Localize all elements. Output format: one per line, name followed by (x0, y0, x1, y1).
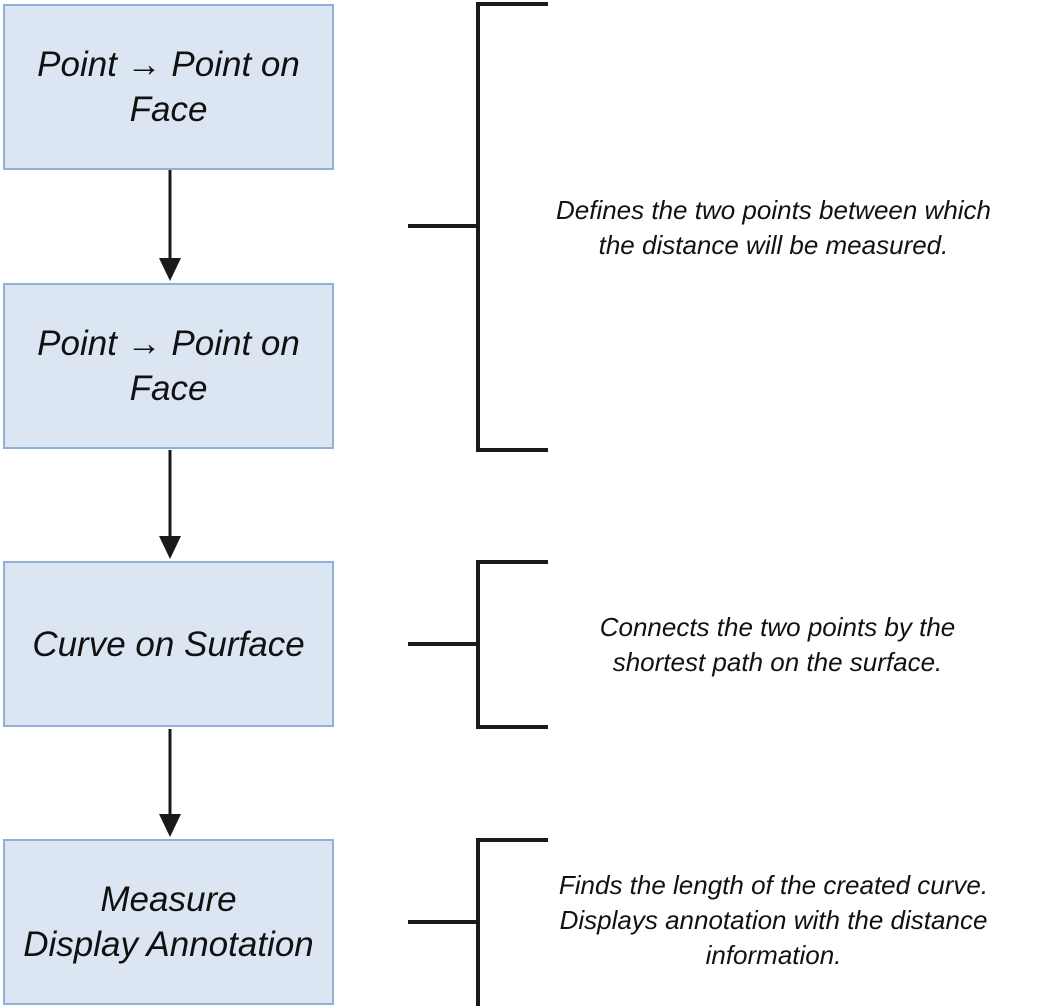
step-box-1: Point → Point on Face (3, 4, 334, 170)
note-2-line-2: shortest path on the surface. (612, 647, 943, 677)
note-1-line-2: the distance will be measured. (598, 230, 949, 260)
note-3-line-2: Displays annotation with the distance (559, 905, 988, 935)
step-2-line-2: Face (129, 369, 208, 408)
bracket-1 (408, 2, 548, 452)
step-1-line-2: Face (129, 90, 208, 129)
note-3: Finds the length of the created curve. D… (496, 868, 1051, 973)
arrow-1 (159, 170, 181, 281)
note-1-line-1: Defines the two points between which (555, 195, 992, 225)
step-box-4: Measure Display Annotation (3, 839, 334, 1005)
arrow-3 (159, 729, 181, 837)
step-4-line-1: Measure (100, 880, 237, 919)
note-3-line-3: information. (705, 940, 842, 970)
bracket-2 (408, 560, 548, 729)
note-2: Connects the two points by the shortest … (500, 610, 1051, 680)
step-3-line-1: Curve on Surface (32, 624, 305, 664)
arrow-2 (159, 450, 181, 559)
step-1-line-1: Point → Point on (37, 45, 300, 84)
note-2-line-1: Connects the two points by the (599, 612, 956, 642)
step-box-2: Point → Point on Face (3, 283, 334, 449)
note-3-line-1: Finds the length of the created curve. (558, 870, 989, 900)
step-4-line-2: Display Annotation (23, 925, 314, 964)
bracket-3 (408, 838, 548, 1006)
step-box-3: Curve on Surface (3, 561, 334, 727)
step-2-line-1: Point → Point on (37, 324, 300, 363)
note-1: Defines the two points between which the… (496, 193, 1051, 263)
